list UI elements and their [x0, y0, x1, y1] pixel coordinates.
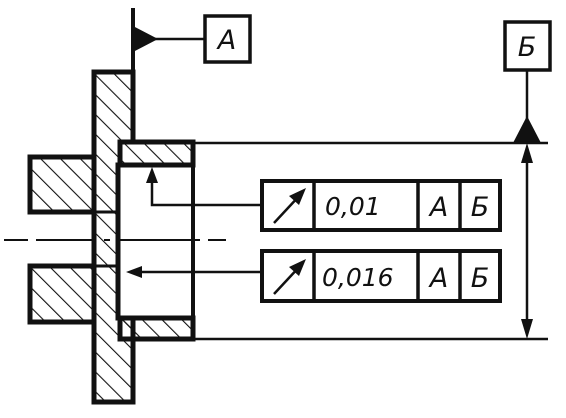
datum-a-label: А	[216, 25, 236, 56]
feature-control-frame-1: 0,01 А Б	[260, 179, 502, 232]
datum-b-label: Б	[518, 32, 537, 63]
hub-lower-section	[27, 263, 97, 325]
hub-upper-section	[27, 154, 97, 215]
frame-2-datum-a: А	[428, 263, 448, 294]
leader-frame-2	[126, 266, 262, 278]
frame-1-datum-b: Б	[471, 192, 490, 223]
extension-lines	[193, 141, 548, 341]
tolerance-value-1: 0,01	[325, 192, 381, 221]
leader-2-arrowhead-icon	[126, 266, 142, 278]
cup-lower-wall	[117, 315, 196, 342]
feature-control-frame-2: 0,016 А Б	[260, 249, 502, 303]
dim-arrow-top-icon	[521, 143, 533, 163]
leader-1-arrowhead-icon	[146, 167, 158, 183]
datum-a-triangle-icon	[133, 26, 158, 52]
cup-upper-wall	[117, 139, 196, 168]
runout-arrow-icon	[273, 259, 306, 295]
dim-arrow-bottom-icon	[521, 319, 533, 339]
runout-arrow-icon	[273, 188, 306, 224]
datum-b-triangle-icon	[513, 116, 541, 143]
frame-2-datum-b: Б	[471, 263, 490, 294]
leader-frame-1	[146, 167, 262, 207]
diameter-dimension	[521, 143, 533, 339]
datum-b: Б	[503, 20, 552, 143]
tolerance-value-2: 0,016	[322, 263, 394, 292]
datum-a-box	[203, 14, 252, 64]
datum-a: А	[131, 8, 252, 72]
frame-1-datum-a: А	[428, 192, 448, 223]
flange-section	[91, 69, 136, 405]
part-section	[27, 69, 196, 405]
